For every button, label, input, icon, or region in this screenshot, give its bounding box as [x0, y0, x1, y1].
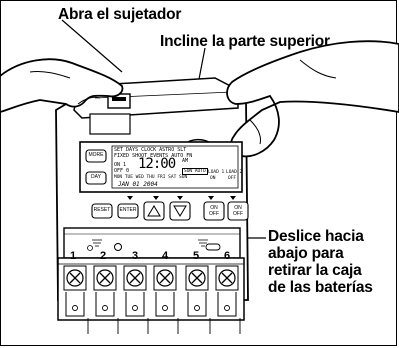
lcd-load2: LOAD 2: [226, 170, 243, 175]
lcd-time-suffix: AM: [182, 158, 189, 164]
wire-slots: [87, 318, 241, 334]
leader-line-clip: [61, 19, 123, 73]
terminal-number-2: 2: [100, 250, 107, 262]
terminal-number-3: 3: [132, 250, 139, 262]
lcd-off-label: OFF 0: [114, 168, 130, 174]
battery-slide-icon-left: [92, 239, 102, 247]
more-button-label: MORE: [88, 152, 104, 158]
callout-slide-battery-line1: Deslice hacia: [268, 228, 364, 245]
lcd-top-row: SET DAYS CLOCK ASTRO SLT: [114, 147, 187, 153]
arrow-indicators: [127, 196, 236, 200]
right-hand: [226, 40, 399, 158]
left-hand: [0, 58, 124, 113]
terminal-number-5: 5: [193, 250, 200, 262]
terminal-5[interactable]: [185, 265, 209, 317]
day-button[interactable]: [85, 171, 107, 185]
callout-slide-battery-line4: de las baterías: [268, 279, 373, 296]
terminal-1[interactable]: [63, 265, 87, 317]
lcd-days-row: MON TUE WED THU FRI SAT SUN: [114, 175, 188, 180]
callout-slide-battery-line2: abajo para: [268, 245, 344, 262]
callout-slide-battery-line3: retirar la caja: [268, 262, 362, 279]
on-off-button-1[interactable]: [203, 201, 225, 221]
lcd-load1: LOAD 1: [208, 170, 225, 175]
terminal-2[interactable]: [93, 265, 117, 317]
day-button-label: DAY: [91, 174, 101, 180]
lcd-on-label: ON 1: [114, 162, 127, 168]
terminal-block: [57, 257, 245, 321]
lcd-off: OFF: [228, 176, 237, 181]
battery-slide-icon-right: [198, 239, 208, 247]
on-off-2-label: ON OFF: [233, 205, 243, 217]
lcd-date: JAN 01 2004: [118, 181, 158, 188]
lcd-on: ON: [210, 176, 216, 181]
terminal-3[interactable]: [123, 265, 147, 317]
callout-slide-battery: Deslice hacia abajo para retirar la caja…: [268, 228, 398, 296]
terminal-number-4: 4: [162, 250, 169, 262]
enter-button[interactable]: [117, 203, 139, 219]
reset-button-label: RESET: [93, 207, 111, 213]
terminal-number-6: 6: [224, 250, 231, 262]
enter-button-label: ENTER: [119, 207, 137, 213]
terminal-6[interactable]: [215, 265, 239, 317]
terminal-number-1: 1: [70, 250, 77, 262]
lcd-second-row: FIXED SHOOT EVENTS AUTO FN: [114, 153, 193, 159]
callout-open-clip: Abra el sujetador: [58, 6, 182, 23]
down-button[interactable]: [169, 201, 191, 221]
reset-button[interactable]: [91, 203, 113, 219]
lcd-time: 12:00: [138, 156, 176, 172]
lcd-sun-auto: SUN AUTO: [182, 168, 208, 175]
terminal-4[interactable]: [153, 265, 177, 317]
callout-tilt-top: Incline la parte superior: [160, 33, 330, 50]
up-button[interactable]: [143, 201, 165, 221]
on-off-button-2[interactable]: [227, 201, 249, 221]
more-button[interactable]: [85, 149, 107, 163]
on-off-1-label: ON OFF: [209, 205, 219, 217]
